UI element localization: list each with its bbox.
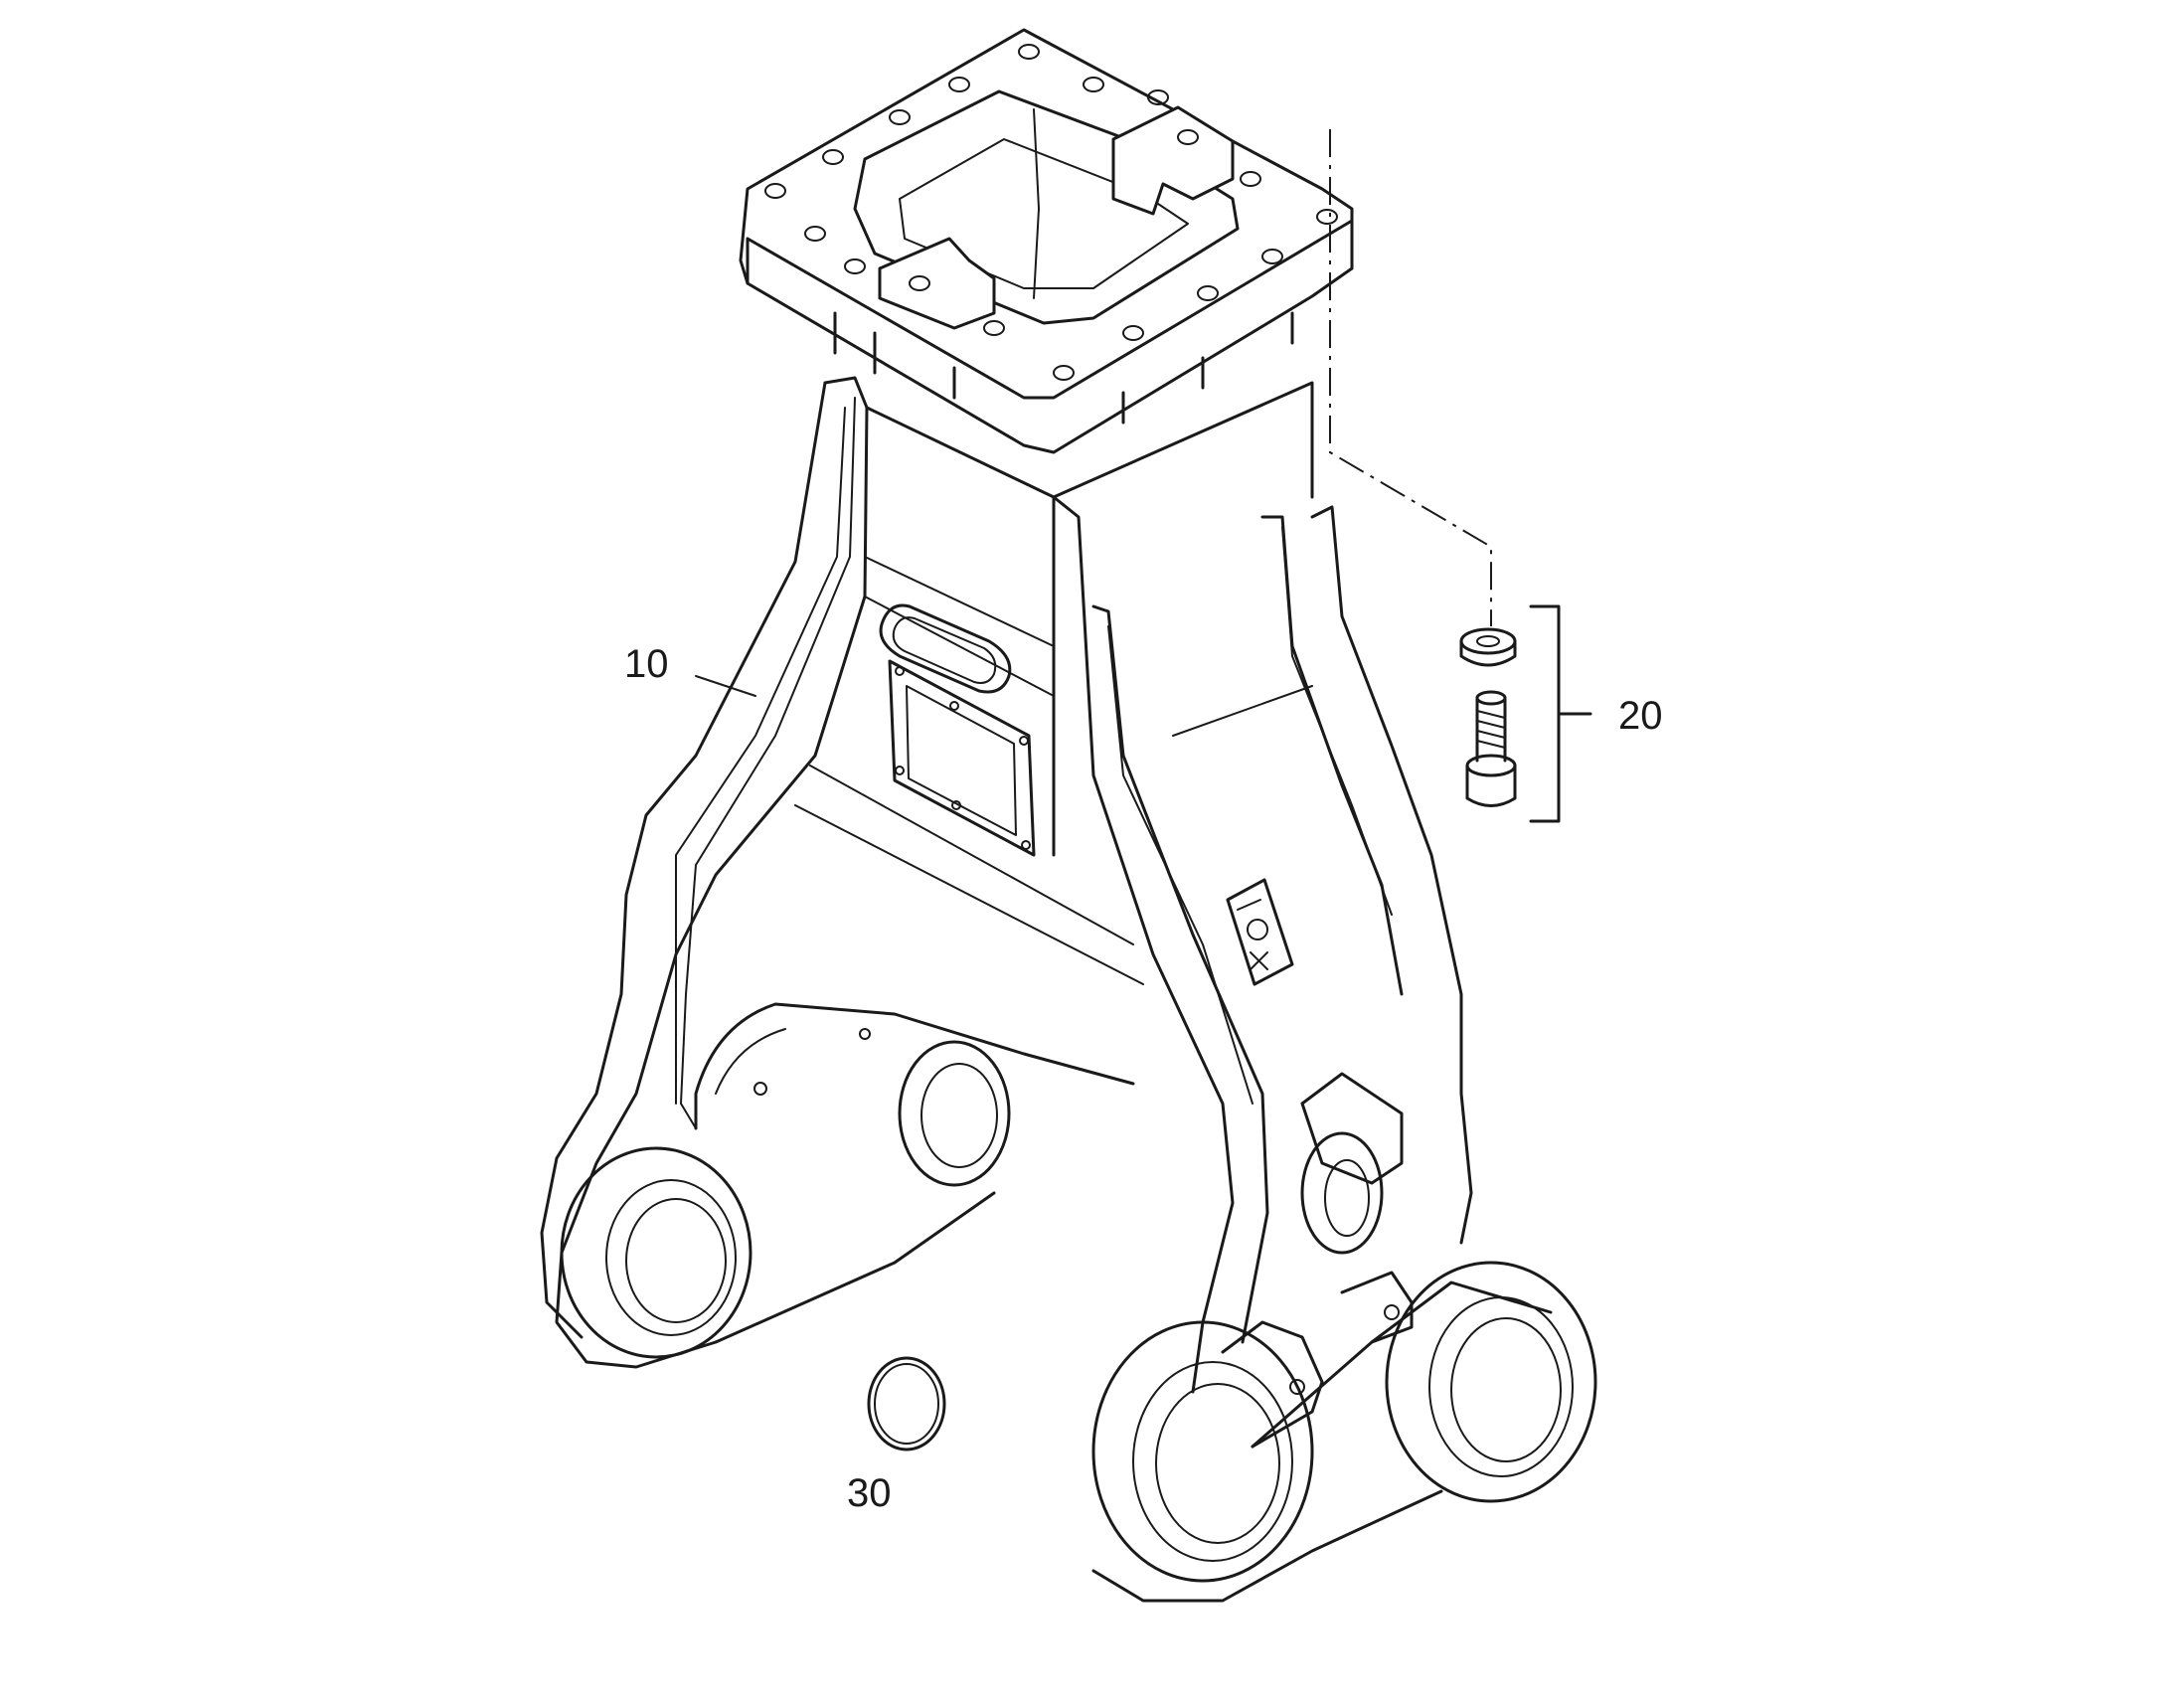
main-frame-body: [540, 376, 1597, 1603]
flange-bolt-holes: [764, 44, 1338, 381]
callout-label-fastener-set: 20: [1618, 694, 1663, 738]
fastener-centerline: [1329, 129, 1492, 626]
leader-line-10: [695, 675, 756, 697]
callout-label-frame: 10: [624, 642, 669, 686]
washer: [1459, 627, 1517, 667]
callout-label-o-ring: 30: [847, 1471, 892, 1515]
fastener-group-bracket: [1529, 604, 1592, 823]
name-plate-rectangular: [888, 659, 1036, 857]
cap-screw: [1465, 690, 1517, 807]
o-ring: [867, 1356, 946, 1452]
name-plate-oval: [879, 603, 1012, 694]
logo-plate: [1226, 878, 1294, 986]
top-mounting-flange: [739, 28, 1354, 454]
